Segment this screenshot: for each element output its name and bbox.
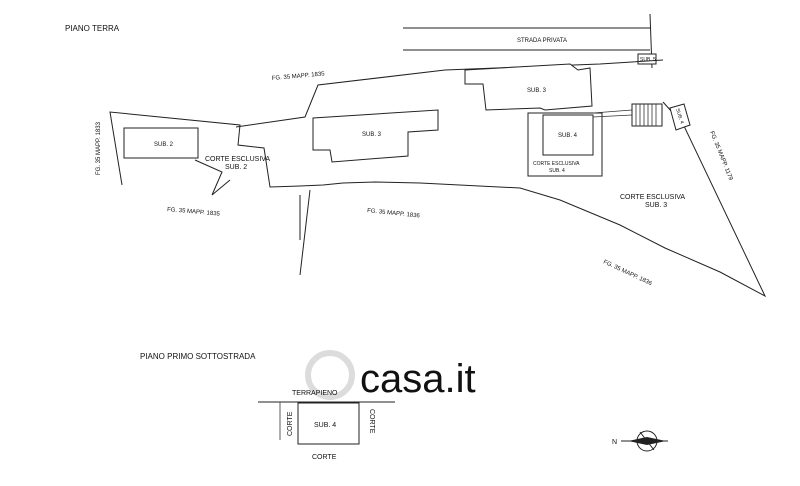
parcel-left-label: FG. 35 MAPP. 1833 [96, 121, 102, 175]
sub3-top-label: SUB. 3 [527, 88, 547, 94]
parcel-top-label: FG. 35 MAPP. 1835 [272, 71, 326, 82]
court-sub2-line1: CORTE ESCLUSIVA [205, 156, 270, 163]
court-sub4-line1: CORTE ESCLUSIVA [533, 161, 580, 167]
building-sub3-top: SUB. 3 [464, 63, 593, 111]
sub5-tag: SUB. 5 [640, 57, 656, 63]
sub4-label: SUB. 4 [558, 133, 578, 139]
parcel-right-label: FG. 35 MAPP. 1179 [708, 131, 733, 183]
lot-outline [109, 59, 767, 298]
compass-letter: N [612, 439, 617, 446]
building-sub3-middle: SUB. 3 [312, 109, 439, 163]
parcel-bottom-mid-label: FG. 35 MAPP. 1836 [367, 208, 421, 220]
basement-top-label: TERRAPIENO [292, 390, 338, 397]
court-sub4-line2: SUB. 4 [549, 168, 565, 174]
watermark-text: casa.it [360, 357, 476, 401]
sub4-basement-label: SUB. 4 [314, 422, 336, 429]
court-sub2-shape [194, 159, 231, 196]
watermark-logo-icon [305, 350, 355, 400]
court-sub3-line2: SUB. 3 [645, 202, 667, 209]
parcel-bottom-right-label: FG. 35 MAPP. 1836 [602, 259, 653, 287]
stair-block: SUB. 4 [592, 103, 691, 131]
watermark: casa.it [305, 350, 476, 401]
north-arrow-icon: N [612, 430, 668, 452]
basement-plan: TERRAPIENO CORTE CORTE SUB. 4 CORTE [258, 390, 395, 461]
basement-right-label: CORTE [368, 409, 375, 434]
road-label: STRADA PRIVATA [517, 38, 567, 44]
basement-left-label: CORTE [287, 411, 294, 436]
heading-ground-floor: PIANO TERRA [65, 24, 120, 33]
building-sub2: SUB. 2 [123, 127, 199, 159]
sub2-label: SUB. 2 [154, 142, 174, 148]
court-sub2-line2: SUB. 2 [225, 164, 247, 171]
stair-sub4-tag: SUB. 4 [674, 108, 685, 125]
court-sub3-line1: CORTE ESCLUSIVA [620, 194, 685, 201]
basement-bottom-label: CORTE [312, 454, 337, 461]
private-road: STRADA PRIVATA SUB. 5 [403, 13, 657, 69]
building-sub4: SUB. 4 CORTE ESCLUSIVA SUB. 4 [527, 112, 603, 177]
sub3-middle-label: SUB. 3 [362, 132, 382, 138]
parcel-bottom-left-label: FG. 35 MAPP. 1835 [167, 207, 221, 218]
heading-basement: PIANO PRIMO SOTTOSTRADA [140, 352, 256, 361]
